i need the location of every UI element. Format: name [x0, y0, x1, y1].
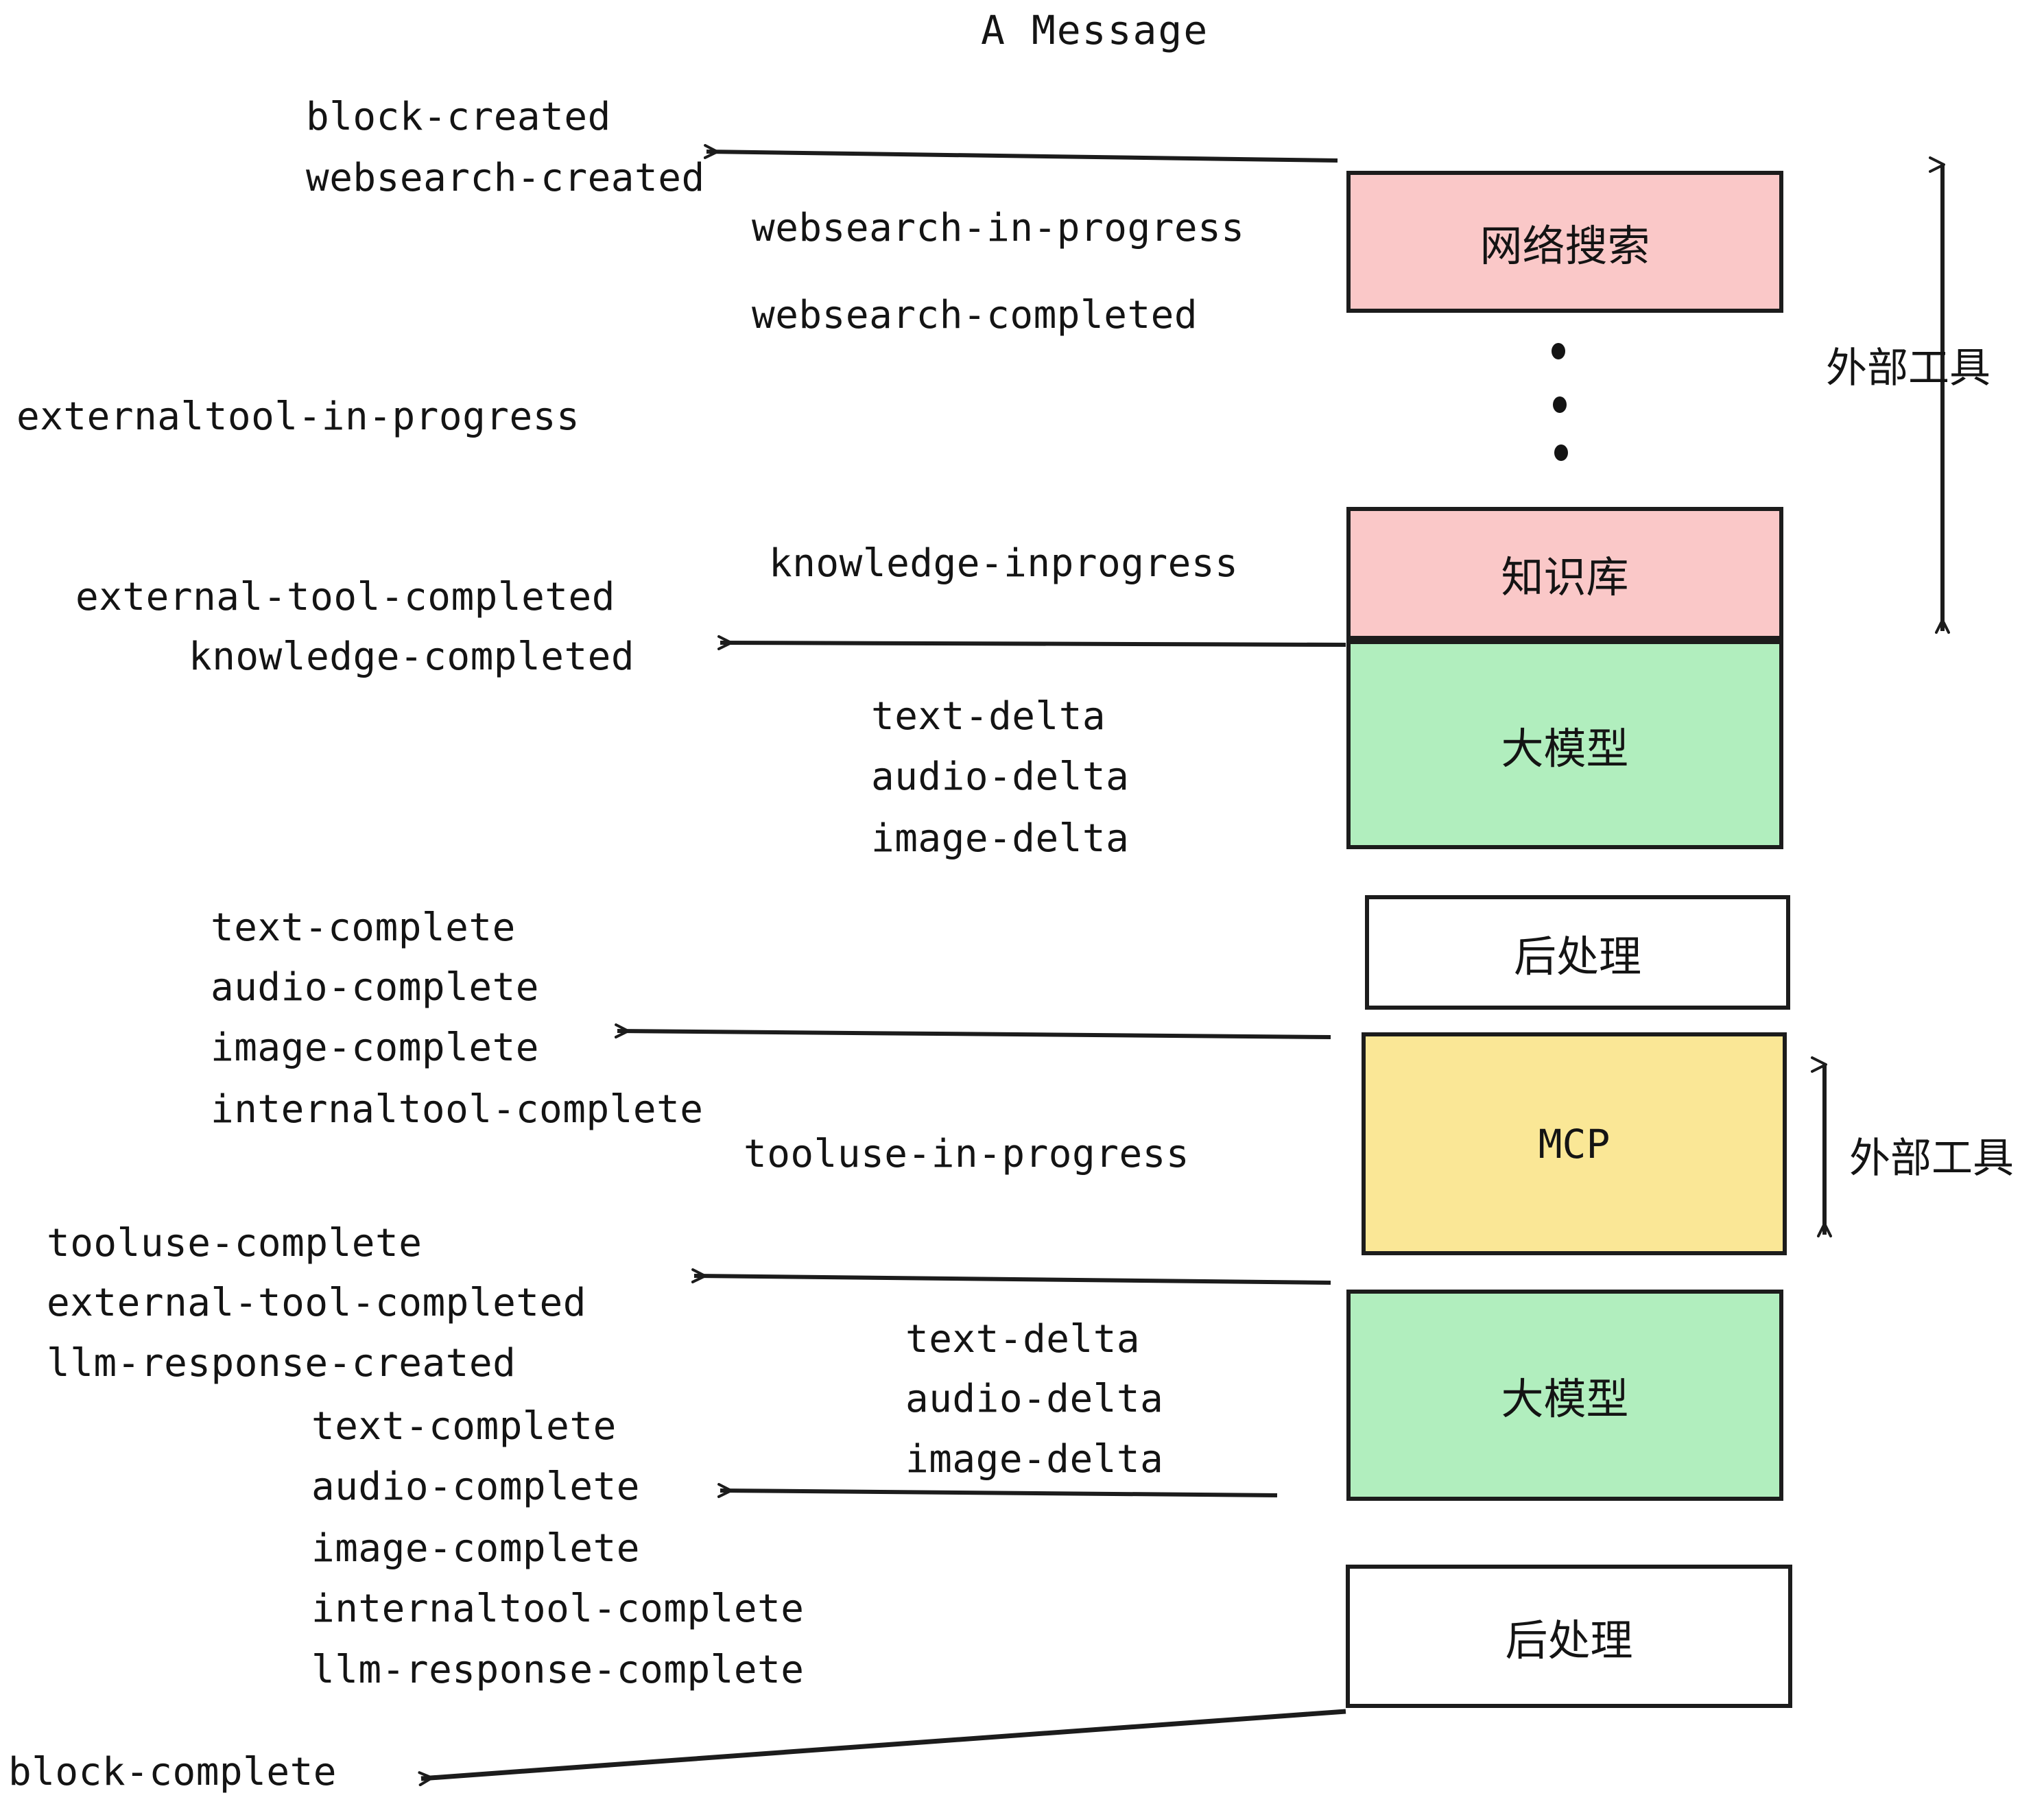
- node-websearch-label: 网络搜索: [1479, 220, 1650, 271]
- event-audio-complete-1: audio-complete: [211, 965, 540, 1010]
- node-mcp-label: MCP: [1538, 1120, 1611, 1167]
- event-llm-response-created: llm-response-created: [47, 1341, 516, 1386]
- event-text-delta-1: text-delta: [871, 694, 1106, 739]
- event-audio-delta-1: audio-delta: [871, 755, 1130, 799]
- ellipsis-dot: [1554, 444, 1568, 461]
- page-title: A Message: [981, 7, 1209, 54]
- event-tooluse-in-progress: tooluse-in-progress: [744, 1132, 1190, 1176]
- node-postprocessing-1[interactable]: 后处理: [1365, 895, 1790, 1010]
- block-complete-arrow: [418, 1709, 1346, 1787]
- node-llm-1[interactable]: 大模型: [1346, 640, 1783, 849]
- event-tooluse-complete: tooluse-complete: [47, 1221, 423, 1266]
- node-llm-2-label: 大模型: [1501, 1374, 1629, 1424]
- event-block-created: block-created: [306, 95, 611, 139]
- event-image-complete-1: image-complete: [211, 1025, 540, 1070]
- event-external-tool-completed-2: external-tool-completed: [47, 1281, 586, 1325]
- event-text-complete-1: text-complete: [211, 905, 516, 950]
- event-text-delta-2: text-delta: [905, 1317, 1141, 1362]
- node-llm-1-label: 大模型: [1501, 723, 1629, 774]
- block-created-arrow: [703, 143, 1338, 163]
- ellipsis-dot: [1552, 343, 1565, 359]
- node-llm-2[interactable]: 大模型: [1346, 1290, 1783, 1501]
- external-tool-range-arrows: [1811, 156, 1950, 1237]
- node-postprocessing-1-label: 后处理: [1513, 931, 1641, 982]
- event-knowledge-inprogress: knowledge-inprogress: [769, 541, 1239, 586]
- node-postprocessing-2-label: 后处理: [1505, 1615, 1633, 1665]
- event-block-complete: block-complete: [8, 1750, 337, 1794]
- flow-arrows: [418, 143, 1346, 1787]
- event-internaltool-complete-1: internaltool-complete: [211, 1087, 704, 1132]
- external-tools-label-top: 外部工具: [1826, 344, 1990, 392]
- audio-complete-arrow: [717, 1482, 1278, 1498]
- external-tools-label-bottom: 外部工具: [1849, 1135, 2014, 1183]
- node-websearch[interactable]: 网络搜索: [1346, 171, 1783, 313]
- image-complete-arrow: [614, 1023, 1331, 1039]
- node-knowledge-label: 知识库: [1501, 552, 1629, 602]
- event-image-delta-1: image-delta: [871, 816, 1130, 861]
- event-externaltool-in-progress: externaltool-in-progress: [16, 394, 580, 439]
- event-text-complete-2: text-complete: [311, 1404, 617, 1449]
- event-image-delta-2: image-delta: [905, 1437, 1164, 1482]
- node-knowledge[interactable]: 知识库: [1346, 507, 1783, 640]
- event-internaltool-complete-2: internaltool-complete: [311, 1587, 805, 1631]
- event-audio-complete-2: audio-complete: [311, 1464, 641, 1509]
- event-knowledge-completed: knowledge-completed: [189, 634, 635, 679]
- event-websearch-in-progress: websearch-in-progress: [752, 206, 1245, 250]
- event-websearch-created: websearch-created: [306, 156, 705, 200]
- node-postprocessing-2[interactable]: 后处理: [1346, 1565, 1792, 1708]
- event-websearch-completed: websearch-completed: [752, 293, 1198, 337]
- node-mcp[interactable]: MCP: [1362, 1032, 1787, 1255]
- event-image-complete-2: image-complete: [311, 1526, 641, 1571]
- ellipsis-dot: [1553, 396, 1567, 413]
- event-llm-response-complete: llm-response-complete: [311, 1648, 805, 1692]
- tooluse-complete-arrow: [691, 1268, 1331, 1285]
- knowledge-completed-arrow: [717, 634, 1346, 650]
- event-external-tool-completed-1: external-tool-completed: [75, 575, 615, 619]
- event-audio-delta-2: audio-delta: [905, 1377, 1164, 1421]
